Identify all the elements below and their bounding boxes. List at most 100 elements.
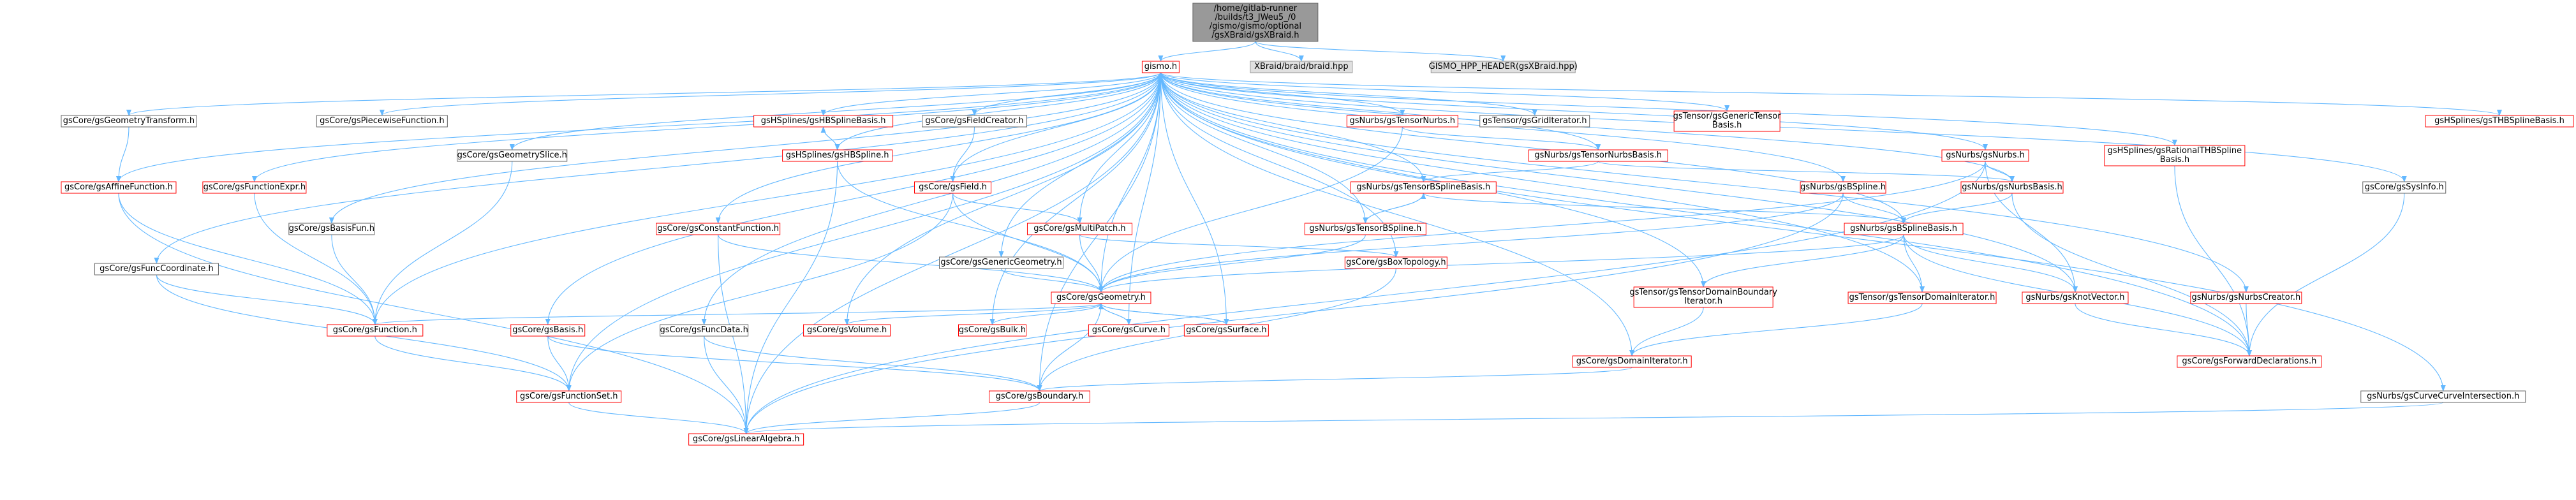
node-box [1088,324,1169,337]
node-boxtopology[interactable]: gsCore/gsBoxTopology.h [1344,256,1447,269]
edge-tensornurbsbasis-to-nurbsbasis [1597,161,2015,182]
edge-gismo-to-curve [1126,72,1161,325]
node-label: gsNurbs/gsCurveCurveIntersection.h [2367,392,2519,401]
edge-gismo-to-thbsplinebasis [1160,72,2502,116]
node-basis[interactable]: gsCore/gsBasis.h [510,324,586,337]
node-boundary[interactable]: gsCore/gsBoundary.h [988,390,1090,403]
node-tensorbsplinebasis[interactable]: gsNurbs/gsTensorBSplineBasis.h [1350,181,1497,194]
node-volume[interactable]: gsCore/gsVolume.h [803,324,891,337]
edge-geomslice-to-function [372,161,513,325]
edge-gismo-to-basis [545,72,1161,325]
node-linalg[interactable]: gsCore/gsLinearAlgebra.h [688,433,804,446]
node-thbsplinebasis[interactable]: gsHSplines/gsTHBSplineBasis.h [2425,115,2574,128]
node-geomtransform[interactable]: gsCore/gsGeometryTransform.h [61,115,197,128]
edge-multipatch-to-geometry [1079,234,1104,293]
node-label: gsNurbs/gsTensorNurbs.h [1350,116,1456,126]
node-box [988,390,1090,403]
node-bspline[interactable]: gsNurbs/gsBSpline.h [1800,181,1886,194]
node-curve[interactable]: gsCore/gsCurve.h [1088,324,1169,337]
node-geomslice[interactable]: gsCore/gsGeometrySlice.h [457,149,568,162]
node-box [2177,355,2322,368]
node-nurbs[interactable]: gsNurbs/gsNurbs.h [1941,149,2029,162]
node-griditer[interactable]: gsTensor/gsGridIterator.h [1479,115,1590,128]
node-surface[interactable]: gsCore/gsSurface.h [1183,324,1269,337]
node-sysinfo[interactable]: gsCore/gsSysInfo.h [2362,181,2446,194]
node-genericgeom[interactable]: gsCore/gsGenericGeometry.h [939,256,1064,269]
node-label: gsCore/gsFunction.h [333,325,417,335]
node-gismo[interactable]: gismo.h [1141,61,1180,73]
node-label: /builds/t3_JWeu5_/0 [1215,13,1296,22]
node-funcdata[interactable]: gsCore/gsFuncData.h [660,324,749,337]
node-box [457,149,568,162]
node-hbsplinebasis[interactable]: gsHSplines/gsHBSplineBasis.h [753,115,894,128]
node-knotvector[interactable]: gsNurbs/gsKnotVector.h [2022,291,2129,304]
edge-geometry-to-bulk [989,303,1102,325]
edge-gismo-to-surface [1160,72,1229,325]
node-field[interactable]: gsCore/gsField.h [914,181,992,194]
node-geometry[interactable]: gsCore/gsGeometry.h [1051,291,1151,304]
node-label: XBraid/braid/braid.hpp [1254,62,1349,71]
edge-tensorbspline-to-geometry [1099,234,1366,293]
node-tensornurbs[interactable]: gsNurbs/gsTensorNurbs.h [1346,115,1458,128]
node-root: /home/gitlab-runner/builds/t3_JWeu5_/0/g… [1192,3,1319,42]
node-box [1350,181,1497,194]
node-basisfun[interactable]: gsCore/gsBasisFun.h [288,223,375,235]
node-label: gsCore/gsBoundary.h [996,392,1084,401]
edge-gismo-to-curveintersect [1160,72,2446,392]
node-tditer[interactable]: gsTensor/gsTensorDomainIterator.h [1847,291,1997,304]
node-box [1941,149,2029,162]
edge-gismo-to-functionset [566,72,1161,392]
node-tdbiter[interactable]: gsTensor/gsTensorDomainBoundaryIterator.… [1629,286,1777,308]
node-tensornurbsbasis[interactable]: gsNurbs/gsTensorNurbsBasis.h [1528,149,1668,162]
node-fnexpr[interactable]: gsCore/gsFunctionExpr.h [202,181,307,194]
node-nurbsbasis[interactable]: gsNurbs/gsNurbsBasis.h [1960,181,2064,194]
node-function[interactable]: gsCore/gsFunction.h [327,324,424,337]
edge-funcdata-to-boundary [704,335,1042,392]
edge-fieldcreator-to-field [950,126,975,182]
node-label: gsCore/gsSurface.h [1186,325,1266,335]
node-box [1430,61,1576,73]
node-multipatch[interactable]: gsCore/gsMultiPatch.h [1026,223,1132,235]
node-constfn[interactable]: gsCore/gsConstantFunction.h [656,223,781,235]
node-fieldcreator[interactable]: gsCore/gsFieldCreator.h [922,115,1028,128]
node-box [1479,115,1590,128]
node-fwddecl[interactable]: gsCore/gsForwardDeclarations.h [2177,355,2322,368]
edge-bspline-to-geometry [1099,193,1844,293]
node-label: gsCore/gsFieldCreator.h [925,116,1023,126]
node-nurbscreator[interactable]: gsNurbs/gsNurbsCreator.h [2190,291,2302,304]
node-label: gsNurbs/gsTensorNurbsBasis.h [1534,151,1662,160]
node-label: gsCore/gsGeometryTransform.h [63,116,195,126]
node-label: /home/gitlab-runner [1214,4,1298,13]
node-box [61,115,197,128]
edge-gismo-to-basisfun [329,72,1161,224]
node-affinefn[interactable]: gsCore/gsAffineFunction.h [61,181,177,194]
node-functionset[interactable]: gsCore/gsFunctionSet.h [516,390,622,403]
node-xbraid[interactable]: XBraid/braid/braid.hpp [1250,61,1353,73]
node-box [1141,61,1180,73]
node-piecewise[interactable]: gsCore/gsPiecewiseFunction.h [316,115,448,128]
node-box [1026,223,1132,235]
edge-gismo-to-constfn [715,72,1161,224]
node-hbspline[interactable]: gsHSplines/gsHBSpline.h [782,149,893,162]
node-tensorbspline[interactable]: gsNurbs/gsTensorBSpline.h [1304,223,1426,235]
node-funccoord[interactable]: gsCore/gsFuncCoordinate.h [94,263,219,276]
node-label: gsCore/gsPiecewiseFunction.h [320,116,445,126]
node-curveintersect[interactable]: gsNurbs/gsCurveCurveIntersection.h [2360,390,2526,403]
node-label: gsTensor/gsGridIterator.h [1483,116,1587,126]
node-bulk[interactable]: gsCore/gsBulk.h [958,324,1027,337]
node-box [510,324,586,337]
edge-gismo-to-funccoord [154,72,1161,264]
edge-gismo-to-tdbiter [1160,72,1706,288]
node-box [803,324,891,337]
edge-gismo-to-multipatch [1077,72,1161,224]
node-label: gsNurbs/gsKnotVector.h [2025,293,2124,302]
node-bsplinebasis[interactable]: gsNurbs/gsBSplineBasis.h [1844,223,1964,235]
node-box [61,181,177,194]
edge-curveintersect-to-linalg [744,402,2444,434]
node-box [660,324,749,337]
node-domainiter[interactable]: gsCore/gsDomainIterator.h [1572,355,1692,368]
node-label: gsCore/gsSysInfo.h [2365,182,2444,192]
node-hppheader[interactable]: GISMO_HPP_HEADER(gsXBraid.hpp) [1429,61,1578,73]
